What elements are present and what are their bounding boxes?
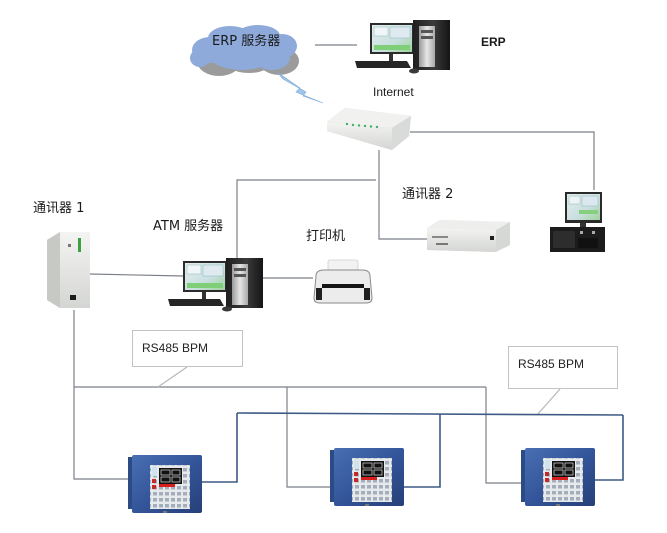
wire-upper-bus-panel2 xyxy=(286,387,330,488)
callout-leader-1 xyxy=(157,366,188,388)
wire-lower-bus-panel2 xyxy=(403,414,441,488)
wire-comm1-atm-server xyxy=(89,273,184,277)
lightning-icon xyxy=(276,71,324,104)
wire-comm1-panel1 xyxy=(73,310,128,480)
callout-text: RS485 BPM xyxy=(518,357,585,371)
bpm-panel-3-icon[interactable] xyxy=(521,448,595,507)
wire-lower-bus-panel3 xyxy=(594,415,624,481)
comm1-label: 通讯器 1 xyxy=(33,201,85,216)
internet-label: Internet xyxy=(373,85,414,99)
callout-text: RS485 BPM xyxy=(142,341,209,355)
wire-switch-industrial-pc xyxy=(410,131,595,190)
industrial-pc-icon[interactable] xyxy=(550,192,605,252)
wire-upper-bus-panel3 xyxy=(485,387,522,484)
erp-label: ERP xyxy=(481,35,506,49)
communicator-2-icon[interactable] xyxy=(427,220,510,252)
communicator-1-icon[interactable] xyxy=(47,232,90,308)
printer-icon[interactable] xyxy=(313,259,373,304)
wire-lower-bus-panel1 xyxy=(202,413,238,483)
callout-rs485-1: RS485 BPM xyxy=(132,330,243,367)
callout-leader-2 xyxy=(536,388,561,416)
cloud-icon xyxy=(190,25,299,76)
comm2-label: 通讯器 2 xyxy=(402,187,454,202)
erp-workstation-icon[interactable] xyxy=(355,20,450,74)
rs485-lower-bus xyxy=(236,412,624,416)
atm-server-icon[interactable] xyxy=(168,258,263,312)
bpm-panel-2-icon[interactable] xyxy=(330,448,404,507)
network-switch-icon[interactable] xyxy=(327,108,411,150)
bpm-panel-1-icon[interactable] xyxy=(128,455,202,514)
wires xyxy=(73,44,595,488)
wire-switch-atm-server xyxy=(236,179,376,258)
cloud-label: ERP 服务器 xyxy=(212,34,281,49)
wire-switch-comm2 xyxy=(378,150,427,240)
bus-wires xyxy=(202,412,624,488)
atm-server-label: ATM 服务器 xyxy=(153,219,224,234)
callout-rs485-2: RS485 BPM xyxy=(508,346,618,389)
printer-label: 打印机 xyxy=(306,229,346,244)
